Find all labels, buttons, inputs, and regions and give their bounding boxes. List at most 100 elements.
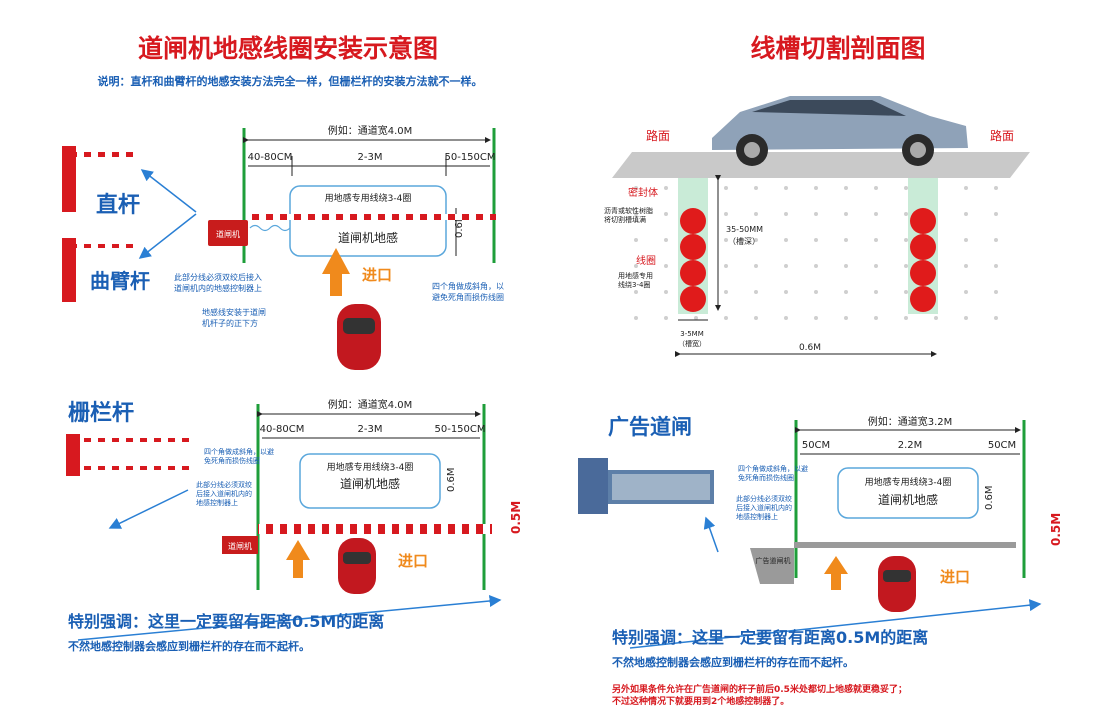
- spacing-label: 0.6M: [799, 343, 821, 353]
- footer-2: 不过这种情况下就要用到2个地感控制器了。: [612, 695, 789, 707]
- sealant-desc-1: 沥青或软性树脂: [604, 206, 653, 215]
- wire-note-2: 道闸机内的地感控制器上: [174, 283, 262, 293]
- entry-arrow-icon: [286, 540, 310, 578]
- top-left-note: 说明：直杆和曲臂杆的地感安装方法完全一样，但栅栏杆的安装方法就不一样。: [98, 74, 483, 88]
- section-bottom-left: 栅栏杆 例如：通道宽4.0M 40-80CM 2-3M 50-150CM 用地感…: [66, 398, 523, 653]
- dim-mid: 2-3M: [358, 424, 383, 435]
- section-top-right: 线槽切割剖面图 路面 路面 密封体 沥青或软性树脂 将切割槽填满 线圈 用地感专…: [604, 34, 1030, 357]
- dim-left: 40-80CM: [248, 152, 293, 163]
- gate-box: [222, 536, 258, 554]
- corner-note-2: 免死角而损伤线圈: [204, 456, 260, 465]
- dim-right: 50-150CM: [434, 424, 485, 435]
- road-surface: [612, 152, 1030, 178]
- wire-note-3: 地感控制器上: [736, 512, 778, 521]
- curved-pole-arm: [76, 244, 134, 248]
- entry-label: 进口: [362, 266, 392, 284]
- wire-note-1: 此部分线必须双绞后接入: [174, 272, 262, 282]
- coil-loop: [299, 453, 441, 509]
- width-example: 例如：通道宽3.2M: [868, 415, 953, 428]
- emphasis-sub: 不然地感控制器会感应到栅栏杆的存在而不起杆。: [68, 639, 310, 653]
- dim-gap: 0.5M: [1049, 513, 1063, 546]
- width-label-2: （槽宽）: [678, 339, 706, 348]
- gate-label: 道闸机: [216, 229, 240, 239]
- section-bottom-right: 广告道闸 例如：通道宽3.2M 50CM 2.2M 50CM 用地感专用线绕3-…: [578, 415, 1063, 707]
- barrier-bar: [248, 214, 496, 220]
- coil-circles-left: [680, 208, 706, 312]
- car-top-icon: [878, 556, 916, 612]
- width-label-1: 3-5MM: [680, 330, 704, 338]
- dim-left: 40-80CM: [260, 424, 305, 435]
- install-note-2: 机杆子的正下方: [202, 318, 258, 328]
- top-right-title: 线槽切割剖面图: [750, 34, 925, 63]
- twisted-wire: [249, 224, 291, 232]
- coil-spec: 用地感专用线绕3-4圈: [327, 461, 414, 473]
- entry-label: 进口: [398, 552, 428, 570]
- pointer-arrow: [703, 516, 719, 553]
- car-top-icon: [337, 304, 381, 370]
- section-top-left: 道闸机地感线圈安装示意图 说明：直杆和曲臂杆的地感安装方法完全一样，但栅栏杆的安…: [62, 34, 504, 370]
- coil-desc-2: 线绕3-4圈: [618, 280, 650, 289]
- dim-right: 50CM: [988, 440, 1016, 451]
- dim-mid: 2-3M: [358, 152, 383, 163]
- wire-note-3: 地感控制器上: [196, 498, 238, 507]
- emphasis: 特别强调：这里一定要留有距离0.5M的距离: [68, 612, 384, 631]
- straight-pole-post: [62, 146, 76, 212]
- wire-note-2: 后接入道闸机内的: [736, 503, 792, 512]
- coil-spec: 用地感专用线绕3-4圈: [325, 192, 412, 204]
- dim-mid: 2.2M: [898, 440, 923, 451]
- width-example: 例如：通道宽4.0M: [328, 124, 413, 137]
- pointer-arrow: [77, 595, 502, 641]
- wire-note-1: 此部分线必须双绞: [736, 494, 792, 503]
- fence-bar: [258, 524, 492, 534]
- coil-circles-right: [910, 208, 936, 312]
- coil-name: 道闸机地感: [340, 476, 400, 491]
- bottom-left-title: 栅栏杆: [68, 400, 134, 426]
- curved-pole-label: 曲臂杆: [90, 269, 150, 293]
- gate-label: 广告道闸机: [756, 556, 791, 565]
- install-note-1: 地感线安装于道闸: [202, 307, 266, 317]
- car-side-icon: [712, 96, 968, 166]
- fence-bar-icon: [80, 438, 190, 470]
- ad-gate-bar: [794, 542, 1016, 548]
- corner-note-2: 免死角而损伤线圈: [738, 473, 794, 482]
- dim-gap: 0.5M: [509, 501, 523, 534]
- pointer-arrow: [138, 213, 197, 259]
- curved-pole-post: [62, 238, 76, 302]
- fence-gate-post: [66, 434, 80, 476]
- coil-label: 线圈: [636, 254, 656, 267]
- sealant-desc-2: 将切割槽填满: [604, 215, 646, 224]
- car-top-icon: [338, 538, 376, 594]
- footer-1: 另外如果条件允许在广告道闸的杆子前后0.5米处都切上地感就更稳妥了；: [612, 683, 907, 695]
- pointer-arrow: [629, 599, 1042, 649]
- dim-left: 50CM: [802, 440, 830, 451]
- entry-arrow-icon: [824, 556, 848, 590]
- width-example: 例如：通道宽4.0M: [328, 398, 413, 411]
- coil-spec: 用地感专用线绕3-4圈: [865, 476, 952, 488]
- corner-note-1: 四个角做成斜角，以避: [738, 464, 808, 473]
- coil-loop: [289, 185, 447, 257]
- corner-note-1: 四个角做成斜角，以: [432, 281, 504, 291]
- coil-name: 道闸机地感: [878, 492, 938, 507]
- coil-desc-1: 用地感专用: [618, 271, 653, 280]
- corner-note-1: 四个角做成斜角，以避: [204, 447, 274, 456]
- top-left-title: 道闸机地感线圈安装示意图: [138, 34, 438, 63]
- road-left: 路面: [646, 128, 670, 143]
- bottom-right-title: 广告道闸: [608, 415, 692, 439]
- dim-depth: 0.6M: [984, 485, 995, 510]
- dim-right: 50-150CM: [444, 152, 495, 163]
- wire-note-1: 此部分线必须双绞: [196, 480, 252, 489]
- pointer-arrow: [140, 169, 197, 213]
- coil-name: 道闸机地感: [338, 230, 398, 245]
- entry-label: 进口: [940, 568, 970, 586]
- entry-arrow-icon: [322, 248, 350, 296]
- road-right: 路面: [990, 128, 1014, 143]
- emphasis: 特别强调：这里一定要留有距离0.5M的距离: [612, 628, 928, 647]
- coil-loop: [837, 467, 979, 519]
- depth-label-2: （槽深）: [728, 236, 760, 246]
- straight-pole-arm: [76, 152, 138, 157]
- corner-note-2: 避免死角而损伤线圈: [432, 292, 504, 302]
- gate-box: [208, 220, 248, 246]
- sealant-label: 密封体: [628, 186, 658, 199]
- dim-depth: 0.6M: [446, 467, 457, 492]
